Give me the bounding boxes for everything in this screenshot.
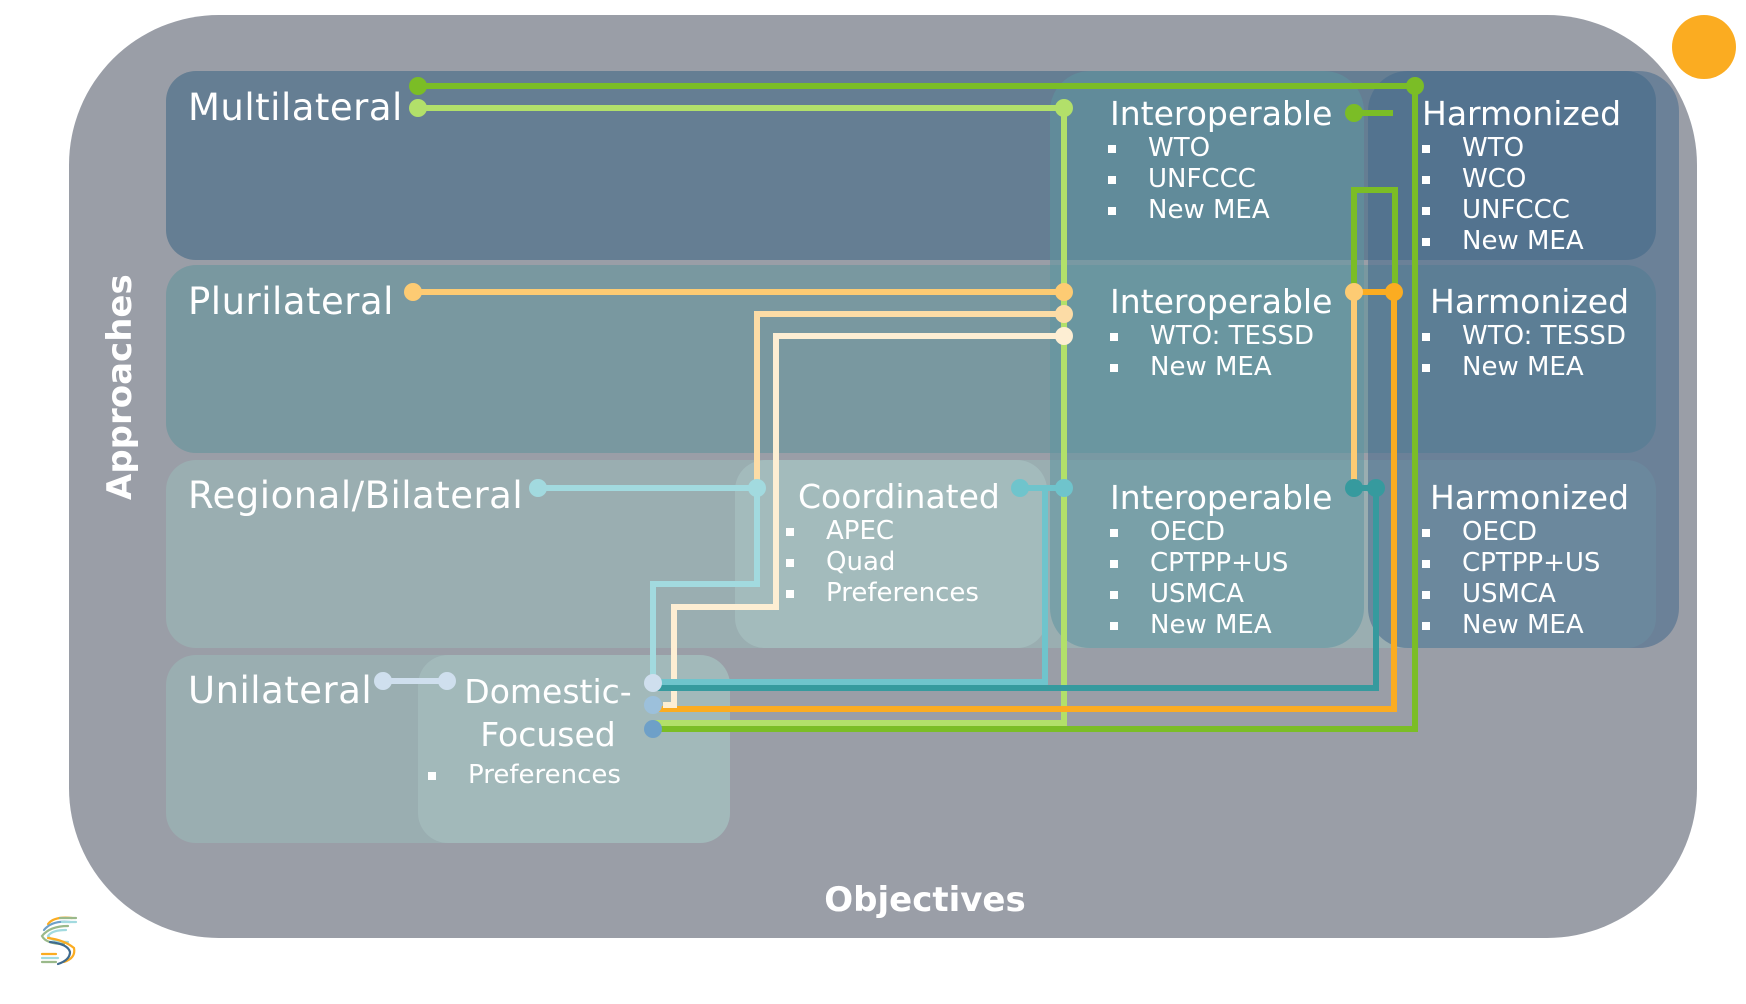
list-item: WTO [1108,133,1332,164]
list-item: UNFCCC [1422,195,1621,226]
column-interoperable [1050,71,1364,648]
list-item: CPTPP+US [1110,548,1332,579]
list-item: OECD [1110,517,1332,548]
logo-icon [40,916,78,966]
node-interop-multi [1055,99,1073,117]
list-item: Preferences [428,760,718,791]
row-label-multilateral: Multilateral [188,86,403,129]
cell-region-coordinated: Coordinated APEC Quad Preferences [786,477,1000,609]
wire-dom-to-interop-region [653,488,1048,685]
wire-dom-to-harm-multi [653,86,1418,732]
list-item: USMCA [1110,579,1332,610]
wire-dom-to-coord [650,488,760,683]
node-dom-out-c [644,720,662,738]
list-item: WTO [1422,133,1621,164]
cell-multi-interoperable: Interoperable WTO UNFCCC New MEA [1108,94,1333,226]
row-label-regional-bilateral: Regional/Bilateral [188,474,524,517]
list-item: APEC [786,516,1000,547]
cell-title: Interoperable [1110,94,1333,133]
orange-dot-decoration [1672,15,1736,79]
list-item: USMCA [1422,579,1629,610]
node-coord-out [1011,479,1029,497]
list-item: Quad [786,547,1000,578]
list-item: New MEA [1422,226,1621,257]
node-interop-region [1055,479,1073,497]
node-interop-pluri-b [1055,305,1073,323]
list-item: WTO: TESSD [1422,321,1629,352]
row-label-unilateral: Unilateral [188,669,373,712]
cell-title: Harmonized [1430,282,1630,321]
list-item: WTO: TESSD [1110,321,1332,352]
node-dom-out-b [644,696,662,714]
list-item: New MEA [1110,610,1332,641]
node-region [529,479,547,497]
cell-title: Coordinated [798,477,1000,516]
cell-title: Harmonized [1430,478,1630,517]
cell-pluri-harmonized: Harmonized WTO: TESSD New MEA [1422,282,1630,383]
wire-dom-to-harm-pluri [653,292,1397,712]
node-pluri [404,283,422,301]
node-harm-pluri [1385,283,1403,301]
node-dom-in [438,672,456,690]
node-multi-a [409,77,427,95]
node-interop-multi-out [1345,104,1363,122]
node-multi-b [409,99,427,117]
cell-region-harmonized: Harmonized OECD CPTPP+US USMCA New MEA [1422,478,1630,641]
list-item: Preferences [786,578,1000,609]
node-uni [374,672,392,690]
list-item: UNFCCC [1108,164,1332,195]
node-interop-pluri-out [1345,283,1363,301]
list-item: CPTPP+US [1422,548,1629,579]
node-dom-out-a [644,674,662,692]
wire-dom-to-interop-multi [653,108,1067,726]
cell-pluri-interoperable: Interoperable WTO: TESSD New MEA [1110,282,1332,383]
cell-title-line2: Focused [480,715,616,754]
cell-multi-harmonized: Harmonized WTO WCO UNFCCC New MEA [1422,94,1621,257]
wire-dom-to-harm-region [653,488,1379,691]
cell-title: Interoperable [1110,478,1333,517]
node-interop-pluri-a [1055,283,1073,301]
list-item: New MEA [1110,352,1332,383]
list-item: New MEA [1108,195,1332,226]
node-harm-region [1367,479,1385,497]
node-harm-multi [1406,77,1424,95]
list-item: New MEA [1422,352,1629,383]
cell-title: Harmonized [1422,94,1622,133]
column-harmonized [1368,71,1679,648]
cell-region-interoperable: Interoperable OECD CPTPP+US USMCA New ME… [1110,478,1332,641]
cell-uni-domestic-focused: Domestic- Focused Preferences [428,672,718,791]
wire-dom-to-interop-pluri-b [663,333,1064,708]
x-axis-label: Objectives [824,880,1026,920]
cell-title: Interoperable [1110,282,1333,321]
list-item: New MEA [1422,610,1629,641]
row-label-plurilateral: Plurilateral [188,280,394,323]
wire-harm-multi-inner [1351,187,1398,292]
cell-title-line1: Domestic- [464,672,632,711]
node-interop-region-out [1345,479,1363,497]
wire-dom-to-interop-pluri-a [754,311,1064,488]
node-interop-pluri-c [1055,327,1073,345]
node-coord-in [748,479,766,497]
list-item: WCO [1422,164,1621,195]
list-item: OECD [1422,517,1629,548]
cell-coordinated [735,460,1047,648]
